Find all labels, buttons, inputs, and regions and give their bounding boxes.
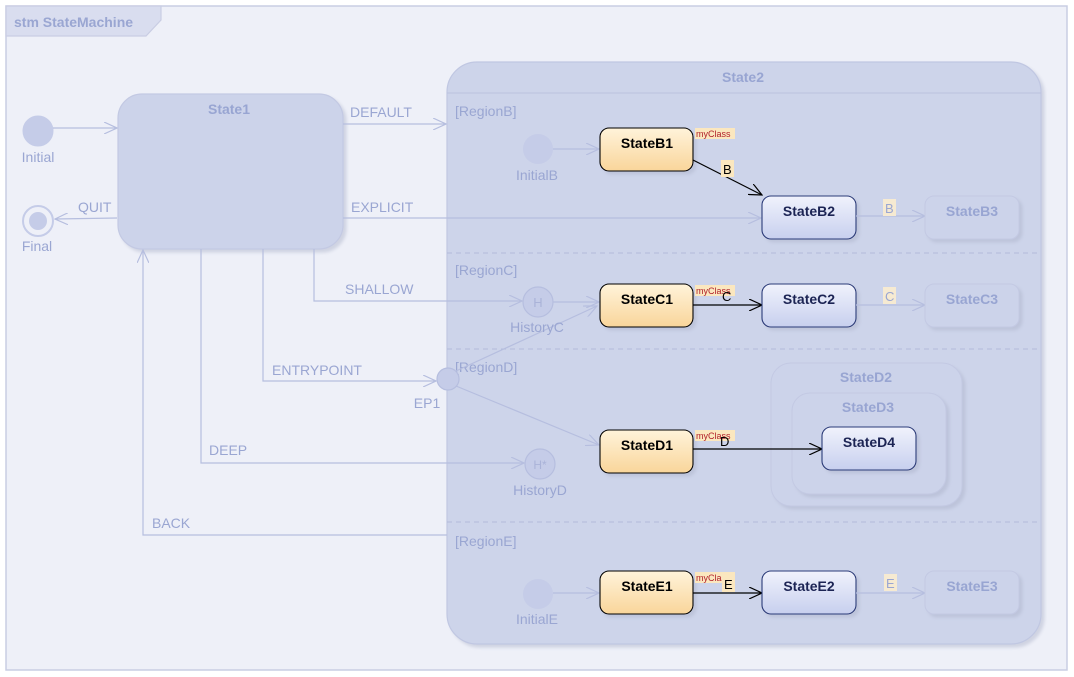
transition-c2-c3-tag-bg — [883, 287, 896, 304]
entry-point-ep1-label: EP1 — [414, 395, 441, 411]
history-d-icon: H* — [533, 458, 547, 472]
transition-deep[interactable] — [200, 249, 524, 463]
transition-default-label: DEFAULT — [350, 104, 412, 120]
transition-quit-label: QUIT — [78, 199, 112, 215]
state-e3-name: StateE3 — [946, 578, 998, 594]
region-d-label: [RegionD] — [455, 359, 517, 375]
state1-box[interactable] — [117, 93, 344, 250]
state-c3-box[interactable] — [924, 283, 1020, 328]
state-e1-name: StateE1 — [621, 578, 673, 594]
transition-e1-e2-label: E — [724, 577, 733, 592]
history-d-node[interactable] — [524, 448, 556, 480]
state-d3-name: StateD3 — [842, 399, 894, 415]
state-b1-box[interactable] — [599, 127, 694, 172]
transition-quit[interactable] — [55, 218, 118, 219]
state-b3-box[interactable] — [924, 195, 1020, 240]
region-e-label: [RegionE] — [455, 533, 516, 549]
initial-node[interactable] — [22, 115, 54, 147]
state-e2-name: StateE2 — [783, 578, 835, 594]
transition-ep1-historyc[interactable] — [455, 306, 597, 372]
transition-shallow-label: SHALLOW — [345, 281, 414, 297]
transition-deep-label: DEEP — [209, 442, 247, 458]
state-b1-class-tag: myClass — [696, 129, 731, 139]
transition-back-label: BACK — [152, 515, 191, 531]
transition-shallow[interactable] — [313, 249, 522, 301]
state-e1-class-tag-bg — [695, 572, 735, 583]
state-c1-class-tag-bg — [695, 285, 735, 296]
state2-name: State2 — [722, 69, 764, 85]
history-c-label: HistoryC — [510, 319, 564, 335]
state-c2-name: StateC2 — [783, 291, 835, 307]
transition-c2-c3-label: C — [885, 289, 894, 304]
transition-b2-b3-tag-bg — [883, 199, 896, 216]
state-c3-name: StateC3 — [946, 291, 998, 307]
transition-c1-c2-label: C — [722, 289, 731, 304]
state-e1-class-tag: myClass — [696, 573, 731, 583]
frame-title-tab — [5, 5, 162, 37]
final-label: Final — [22, 238, 52, 254]
frame-title: stm StateMachine — [14, 14, 133, 30]
transition-b1-b2-label: B — [723, 162, 732, 177]
transition-back[interactable] — [143, 250, 447, 536]
state-b2-name: StateB2 — [783, 203, 835, 219]
region-c-label: [RegionC] — [455, 262, 517, 278]
transition-b2-b3-label: B — [885, 201, 894, 216]
state-d4-name: StateD4 — [843, 434, 895, 450]
transition-entrypoint[interactable] — [262, 249, 436, 381]
state-d2-name: StateD2 — [840, 369, 892, 385]
initial-b-label: InitialB — [516, 167, 558, 183]
transition-b1-b2[interactable] — [692, 159, 762, 195]
state-b2-box[interactable] — [761, 195, 857, 240]
state-d1-class-tag-bg — [695, 430, 735, 441]
transition-e2-e3-label: E — [886, 576, 895, 591]
initial-label: Initial — [22, 149, 55, 165]
state-b1-class-tag-bg — [695, 128, 735, 139]
transition-d1-d4-label: D — [720, 434, 729, 449]
state1-name: State1 — [208, 101, 250, 117]
state-c1-class-tag: myClass — [696, 286, 731, 296]
transition-b1-b2-tag-bg — [721, 160, 734, 177]
region-b-label: [RegionB] — [455, 103, 516, 119]
entry-point-ep1[interactable] — [436, 367, 460, 391]
state-d1-class-tag: myClass — [696, 431, 731, 441]
transition-e2-e3-tag-bg — [884, 574, 897, 591]
initial-e-node[interactable] — [523, 579, 553, 609]
history-d-label: HistoryD — [513, 482, 567, 498]
transition-ep1-stated1[interactable] — [455, 385, 599, 445]
initial-b-node[interactable] — [523, 134, 553, 164]
final-node-inner — [29, 212, 47, 230]
state-d1-box[interactable] — [599, 429, 694, 474]
state-b3-name: StateB3 — [946, 203, 998, 219]
state-d4-box[interactable] — [821, 426, 917, 471]
transition-e1-e2-tag-bg — [722, 576, 735, 592]
transition-entrypoint-label: ENTRYPOINT — [272, 362, 362, 378]
state-e3-box[interactable] — [924, 570, 1020, 615]
initial-e-label: InitialE — [516, 611, 558, 627]
state-c1-name: StateC1 — [621, 291, 673, 307]
state-b1-name: StateB1 — [621, 135, 673, 151]
history-c-icon: H — [533, 295, 542, 310]
transition-explicit-label: EXPLICIT — [351, 199, 414, 215]
state-d1-name: StateD1 — [621, 437, 673, 453]
